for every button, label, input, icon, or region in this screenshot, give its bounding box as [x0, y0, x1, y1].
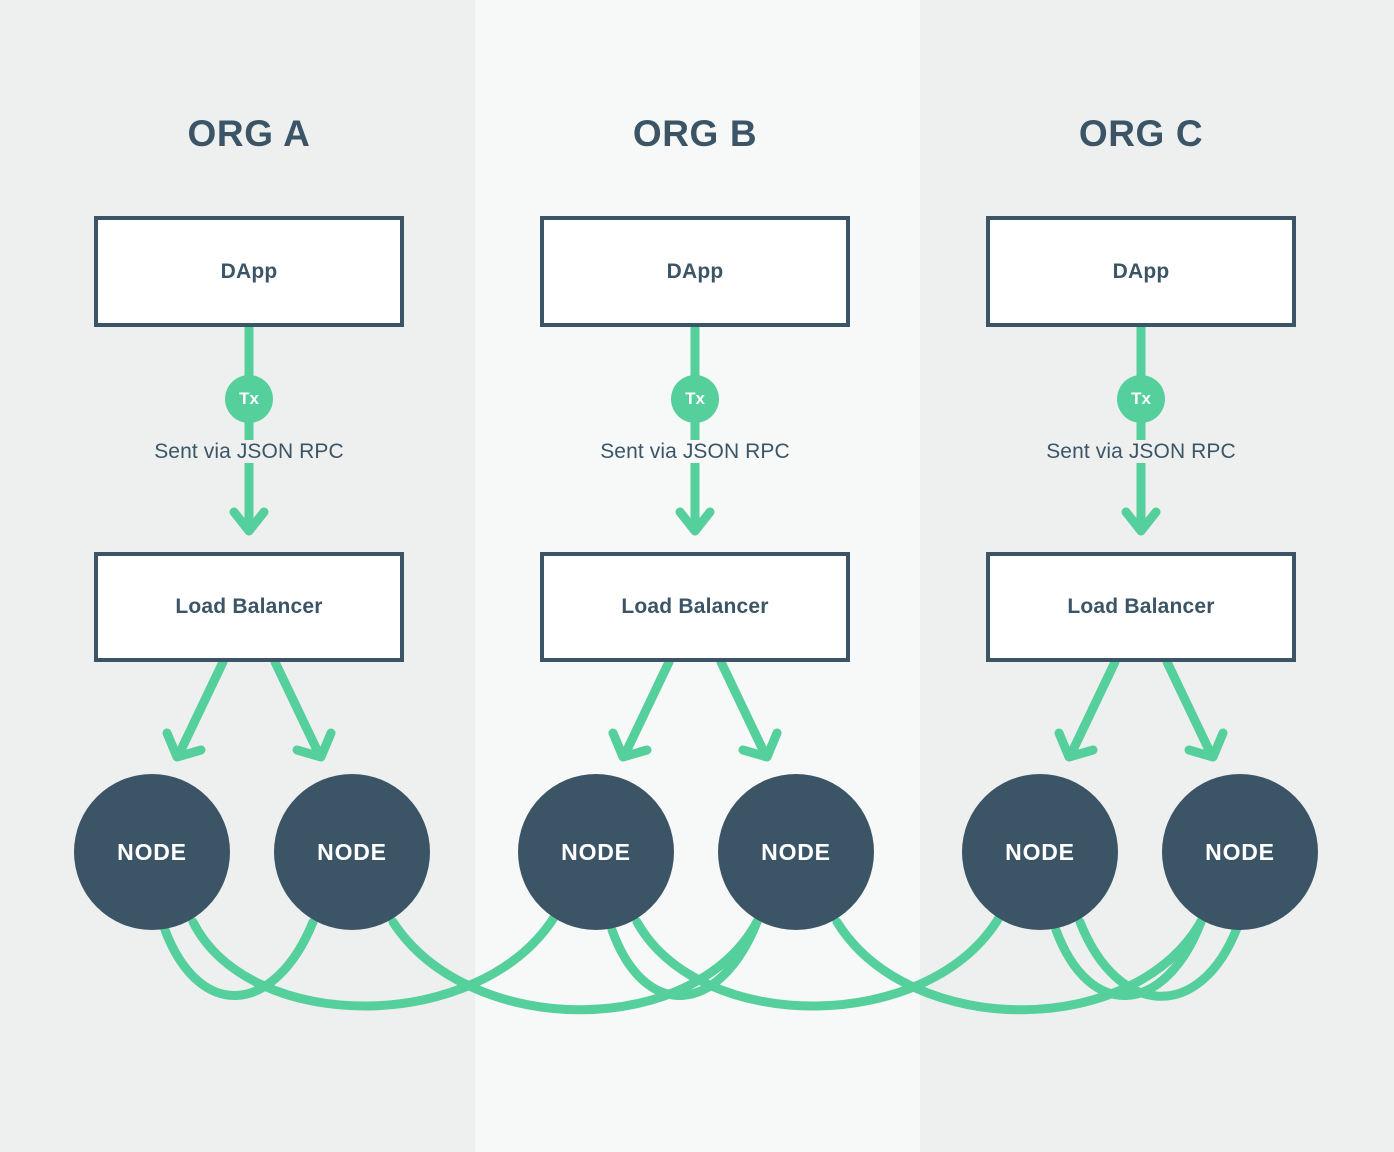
- load-balancer-label-org-a: Load Balancer: [175, 595, 323, 618]
- arrowhead-node-6: [1184, 728, 1228, 762]
- dapp-label-org-c: DApp: [1112, 259, 1170, 283]
- rpc-label-org-a: Sent via JSON RPC: [79, 440, 419, 464]
- arrowhead-node-5: [1054, 728, 1098, 762]
- arrowhead-lb-org-c: [1121, 507, 1161, 536]
- rpc-label-org-b: Sent via JSON RPC: [525, 440, 865, 464]
- link-lb-to-node-2: [270, 657, 322, 755]
- node-label-b1: NODE: [561, 838, 631, 865]
- org-title-b: ORG B: [632, 113, 758, 154]
- tx-label-org-a: Tx: [239, 389, 259, 408]
- load-balancer-label-org-b: Load Balancer: [621, 595, 769, 618]
- org-title-c: ORG C: [1078, 113, 1204, 154]
- load-balancer-box-org-b[interactable]: Load Balancer: [540, 552, 850, 662]
- dapp-label-org-b: DApp: [666, 259, 724, 283]
- arrowhead-node-3: [608, 728, 652, 762]
- arrowhead-node-1: [162, 728, 206, 762]
- node-circle-c2[interactable]: NODE: [1162, 774, 1318, 930]
- link-lb-to-node-4: [716, 657, 768, 755]
- peer-link-node6-node5: [1051, 917, 1206, 1000]
- node-label-c2: NODE: [1205, 838, 1275, 865]
- peer-link-node3-node5: [632, 911, 1005, 1011]
- arrowhead-lb-org-b: [675, 507, 715, 536]
- load-balancer-label-org-c: Load Balancer: [1067, 595, 1215, 618]
- peer-link-node4-node6: [832, 911, 1209, 1015]
- tx-label-org-c: Tx: [1131, 389, 1151, 408]
- node-circle-a1[interactable]: NODE: [74, 774, 230, 930]
- org-title-a: ORG A: [187, 113, 311, 154]
- dapp-box-org-c[interactable]: DApp: [986, 216, 1296, 327]
- load-balancer-box-org-c[interactable]: Load Balancer: [986, 552, 1296, 662]
- node-circle-c1[interactable]: NODE: [962, 774, 1118, 930]
- load-balancer-box-org-a[interactable]: Load Balancer: [94, 552, 404, 662]
- node-label-a1: NODE: [117, 838, 187, 865]
- link-lb-to-node-1: [176, 657, 228, 755]
- dapp-label-org-a: DApp: [220, 259, 278, 283]
- node-circle-b1[interactable]: NODE: [518, 774, 674, 930]
- node-circle-a2[interactable]: NODE: [274, 774, 430, 930]
- link-lb-to-node-6: [1162, 657, 1214, 755]
- rpc-label-org-c: Sent via JSON RPC: [971, 440, 1311, 464]
- dapp-box-org-a[interactable]: DApp: [94, 216, 404, 327]
- arrowhead-lb-org-a: [229, 507, 269, 536]
- link-lb-to-node-3: [622, 657, 674, 755]
- peer-link-node4-node3: [607, 917, 762, 1000]
- peer-link-node2-node4: [388, 911, 765, 1015]
- arrowhead-node-2: [292, 728, 336, 762]
- dapp-box-org-b[interactable]: DApp: [540, 216, 850, 327]
- node-label-b2: NODE: [761, 838, 831, 865]
- peer-link-node5-node6: [1075, 917, 1242, 1001]
- peer-link-node1-node3: [188, 911, 560, 1011]
- tx-badge-org-c[interactable]: Tx: [1117, 375, 1165, 423]
- arrowhead-node-4: [738, 728, 782, 762]
- node-circle-b2[interactable]: NODE: [718, 774, 874, 930]
- link-lb-to-node-5: [1068, 657, 1120, 755]
- node-label-c1: NODE: [1005, 838, 1075, 865]
- tx-label-org-b: Tx: [685, 389, 705, 408]
- tx-badge-org-b[interactable]: Tx: [671, 375, 719, 423]
- tx-badge-org-a[interactable]: Tx: [225, 375, 273, 423]
- peer-link-node2-node1: [160, 917, 318, 1000]
- node-label-a2: NODE: [317, 838, 387, 865]
